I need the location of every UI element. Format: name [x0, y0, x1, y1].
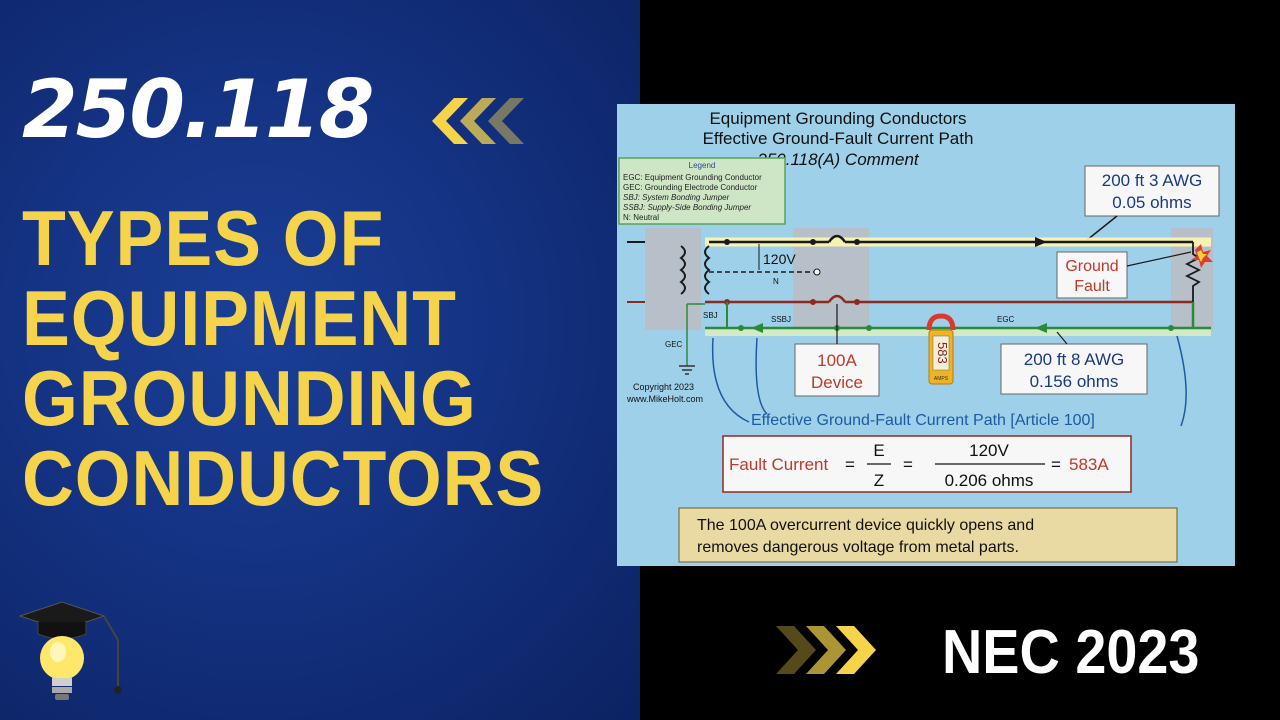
- formula-box: [722, 435, 1132, 493]
- meter-reading: 583: [935, 342, 950, 364]
- note-line2: removes dangerous voltage from metal par…: [697, 539, 1019, 556]
- ssbj-label: SSBJ: [771, 315, 791, 324]
- section-number: 250.118: [22, 63, 374, 156]
- formula-numerator-value: 120V: [969, 441, 1009, 460]
- lower-conductor-size: 200 ft 8 AWG: [1024, 350, 1124, 369]
- formula-label: Fault Current: [729, 455, 828, 474]
- ground-fault-line1: Ground: [1065, 258, 1118, 275]
- meter-unit: AMPS: [934, 376, 949, 382]
- sbj-label: SBJ: [703, 311, 718, 320]
- left-title-panel: [0, 0, 640, 720]
- legend-box: [618, 157, 786, 225]
- path-caption: Effective Ground-Fault Current Path [Art…: [751, 412, 1095, 429]
- diagram-comment: 250.118(A) Comment: [756, 150, 920, 169]
- upper-conductor-size: 200 ft 3 AWG: [1102, 171, 1202, 190]
- diagram-subtitle: Effective Ground-Fault Current Path: [703, 129, 974, 148]
- voltage-label: 120V: [763, 251, 796, 267]
- ground-fault-callout: [1056, 251, 1128, 299]
- lightbulb-graduation-cap-icon: [18, 601, 122, 700]
- title-line: TYPES OF: [22, 194, 385, 282]
- formula-eq1: =: [845, 455, 855, 474]
- upper-conductor-ohms: 0.05 ohms: [1112, 193, 1191, 212]
- transformer-box: [645, 228, 701, 330]
- title-block: TYPES OF EQUIPMENT GROUNDING CONDUCTORS: [22, 198, 590, 518]
- copyright-line1: Copyright 2023: [633, 382, 694, 392]
- diagram-slide: Equipment Grounding Conductors Effective…: [617, 104, 1235, 566]
- legend-item: EGC: Equipment Grounding Conductor: [623, 173, 762, 182]
- formula-denominator-value: 0.206 ohms: [945, 471, 1034, 490]
- edition-label: NEC 2023: [942, 618, 1200, 687]
- upper-conductor-callout: [1084, 165, 1220, 217]
- device-line2: Device: [811, 373, 863, 392]
- title-line: CONDUCTORS: [22, 434, 545, 522]
- legend-item: SBJ: System Bonding Jumper: [623, 193, 730, 202]
- ground-fault-line2: Fault: [1074, 278, 1110, 295]
- note-box: [678, 507, 1178, 563]
- legend-item: GEC: Grounding Electrode Conductor: [623, 183, 758, 192]
- formula-eq2: =: [903, 455, 913, 474]
- formula-eq3: =: [1051, 455, 1061, 474]
- legend-item: SSBJ: Supply-Side Bonding Jumper: [623, 203, 751, 212]
- lower-conductor-callout: [1000, 343, 1148, 395]
- title-line: GROUNDING: [22, 354, 477, 442]
- diagram-svg: Equipment Grounding Conductors Effective…: [618, 109, 1220, 563]
- load-resistor-icon: [1184, 242, 1202, 302]
- clamp-meter-icon: 583 AMPS: [926, 313, 956, 385]
- title-line: EQUIPMENT: [22, 274, 457, 362]
- egc-label: EGC: [997, 315, 1015, 324]
- gec-label: GEC: [665, 340, 683, 349]
- chevrons-right-icon: [776, 626, 876, 674]
- lower-conductor-ohms: 0.156 ohms: [1030, 372, 1119, 391]
- legend-heading: Legend: [689, 161, 716, 170]
- neutral-label: N: [773, 277, 779, 286]
- copyright-line2: www.MikeHolt.com: [626, 394, 703, 404]
- chevrons-left-icon: [432, 98, 524, 144]
- legend-item: N: Neutral: [623, 213, 659, 222]
- formula-result: 583A: [1069, 455, 1109, 474]
- formula-numerator-symbol: E: [873, 441, 884, 460]
- device-line1: 100A: [817, 351, 857, 370]
- transformer-coil-icon: [679, 245, 686, 295]
- note-line1: The 100A overcurrent device quickly open…: [697, 517, 1034, 534]
- formula-denominator-symbol: Z: [874, 471, 884, 490]
- device-callout: [794, 343, 880, 397]
- diagram-title: Equipment Grounding Conductors: [709, 109, 966, 128]
